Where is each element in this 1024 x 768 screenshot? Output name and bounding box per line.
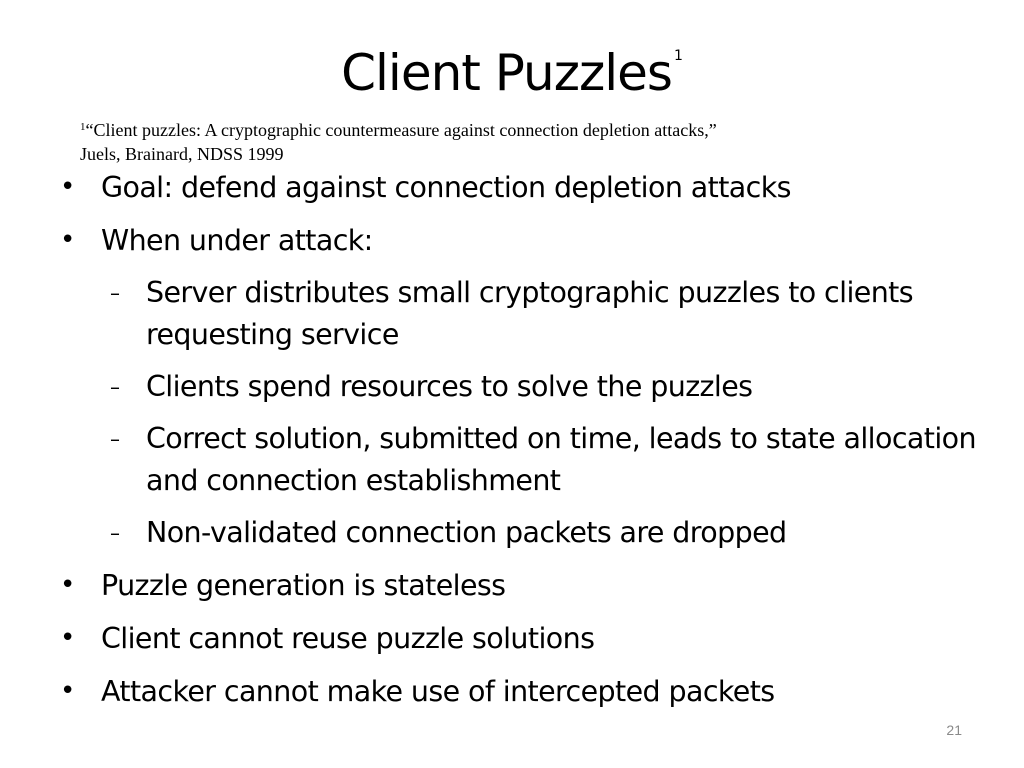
sub-bullet-text: Correct solution, submitted on time, lea… [146, 422, 977, 497]
bullet-marker: • [60, 623, 76, 653]
bullet-text: Goal: defend against connection depletio… [101, 171, 791, 204]
sub-bullet-item: – Correct solution, submitted on time, l… [60, 418, 980, 502]
sub-bullet-item: – Clients spend resources to solve the p… [60, 366, 980, 408]
bullet-item: • When under attack: [60, 219, 980, 262]
bullet-item: • Puzzle generation is stateless [60, 564, 980, 607]
bullet-item: • Client cannot reuse puzzle solutions [60, 617, 980, 660]
slide-body: • Goal: defend against connection deplet… [60, 166, 980, 723]
footnote-authors: Juels, Brainard, NDSS 1999 [80, 144, 284, 164]
bullet-marker: • [60, 676, 76, 706]
citation-footnote: 1“Client puzzles: A cryptographic counte… [80, 118, 960, 166]
sub-bullet-marker: – [110, 427, 120, 451]
bullet-text: Attacker cannot make use of intercepted … [101, 675, 775, 708]
sub-bullet-text: Non-validated connection packets are dro… [146, 516, 787, 549]
slide-title-text: Client Puzzles [341, 44, 673, 102]
sub-bullet-item: – Server distributes small cryptographic… [60, 272, 980, 356]
sub-bullet-text: Server distributes small cryptographic p… [146, 276, 914, 351]
page-number: 21 [946, 722, 962, 738]
title-footnote-marker: 1 [673, 48, 683, 64]
sub-bullet-marker: – [110, 521, 120, 545]
footnote-citation-text: “Client puzzles: A cryptographic counter… [85, 120, 717, 140]
bullet-text: Puzzle generation is stateless [101, 569, 506, 602]
sub-bullet-text: Clients spend resources to solve the puz… [146, 370, 753, 403]
bullet-marker: • [60, 570, 76, 600]
bullet-marker: • [60, 225, 76, 255]
bullet-item: • Attacker cannot make use of intercepte… [60, 670, 980, 713]
footnote-marker: 1 [80, 121, 86, 133]
bullet-text: Client cannot reuse puzzle solutions [101, 622, 595, 655]
bullet-marker: • [60, 172, 76, 202]
sub-bullet-marker: – [110, 281, 120, 305]
bullet-item: • Goal: defend against connection deplet… [60, 166, 980, 209]
bullet-text: When under attack: [101, 224, 373, 257]
sub-bullet-item: – Non-validated connection packets are d… [60, 512, 980, 554]
sub-bullet-marker: – [110, 375, 120, 399]
